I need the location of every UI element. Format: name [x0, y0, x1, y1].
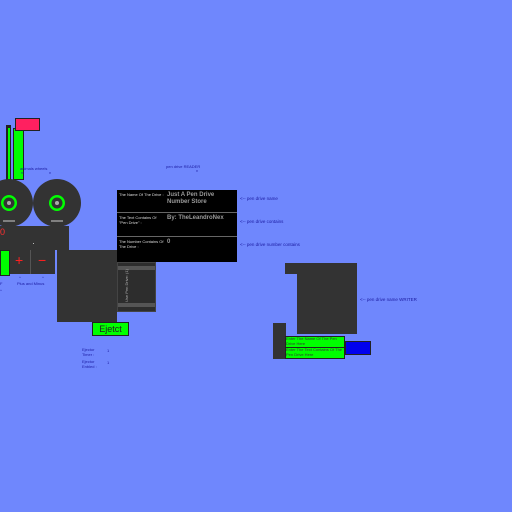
machine-pole-green [8, 128, 10, 180]
green-indicator [0, 250, 10, 276]
writer-text-field[interactable]: Enter The Text Contains Of The Pen Drive… [285, 347, 345, 359]
writer-base [273, 323, 286, 359]
writer-text-field-text: Enter The Text Contains Of The Pen Drive… [286, 347, 343, 357]
plus-minus-label: Plus and Minus [17, 281, 45, 286]
panel-key-contains: The Text Contains Of "Pen Drive" : [119, 215, 157, 225]
panel-value-number: 0 [167, 239, 171, 245]
panel-divider-2 [117, 236, 237, 237]
reader-arrow: v [196, 168, 198, 173]
panel-key-number: The Number Contains Of The Drive : [119, 239, 164, 249]
writer-name-field-text: Enter The Name Of The Pen Drive Here [286, 336, 337, 346]
wheel-right [33, 179, 81, 227]
annotation-contains: <-- pen drive contains [240, 219, 284, 224]
ejector-timer-label: Ejector Timer : [82, 347, 95, 357]
annotation-name: <-- pen drive name [240, 196, 278, 201]
ejector-enabled-label: Ejector Enbled : [82, 359, 97, 369]
reader-panel: The Name Of The Drive : Just A Pen Drive… [117, 190, 237, 262]
ejector-enabled-value: 1 [107, 360, 110, 365]
panel-key-name: The Name Of The Drive : [119, 192, 164, 197]
reader-block [57, 250, 117, 322]
panel-value-contains: By: TheLeandroNex [167, 215, 224, 221]
plus-icon: + [15, 252, 24, 268]
wheels-arrow-right: v [49, 170, 51, 175]
plus-button[interactable]: + [10, 250, 31, 274]
red-flag-button[interactable] [15, 118, 40, 131]
panel-divider-1 [117, 212, 237, 213]
plus-minus-arrow-2: ^ [42, 275, 44, 280]
panel-row-name: The Name Of The Drive : Just A Pen Drive… [117, 190, 237, 212]
panel-row-contains: The Text Contains Of "Pen Drive" : By: T… [117, 213, 237, 235]
minus-icon: − [38, 252, 47, 268]
left-label: F [0, 281, 3, 286]
counter-value: 0 [0, 227, 6, 237]
panel-value-name: Just A Pen Drive Number Store [167, 192, 215, 205]
plus-minus-arrow-1: ^ [19, 275, 21, 280]
eject-button[interactable]: Ejetct [92, 322, 129, 336]
panel-row-number: The Number Contains Of The Drive : 0 [117, 237, 237, 259]
reader-label: pen drive READER [166, 164, 201, 169]
left-arrow: ^ [0, 288, 2, 293]
wheel-left [0, 179, 33, 227]
writer-blue-button[interactable] [345, 341, 371, 355]
ejector-timer-value: 1 [107, 348, 110, 353]
wheels-label: animals wheels [20, 166, 48, 171]
slot-text: Use Pen Drive: (1) [123, 269, 129, 302]
pen-drive-slot[interactable]: Use Pen Drive: (1) [117, 262, 156, 312]
slot-bottom-stripe [118, 303, 155, 307]
annotation-number: <-- pen drive number contains [240, 242, 300, 247]
wheels-arrow-left: v [21, 170, 23, 175]
writer-block [297, 263, 357, 334]
writer-annotation: <-- pen drive name WRITER [360, 297, 417, 302]
slot-top-stripe [118, 266, 155, 270]
minus-button[interactable]: − [31, 250, 55, 274]
body-dot [33, 243, 34, 244]
wheels [0, 179, 81, 227]
machine-body [0, 226, 69, 250]
